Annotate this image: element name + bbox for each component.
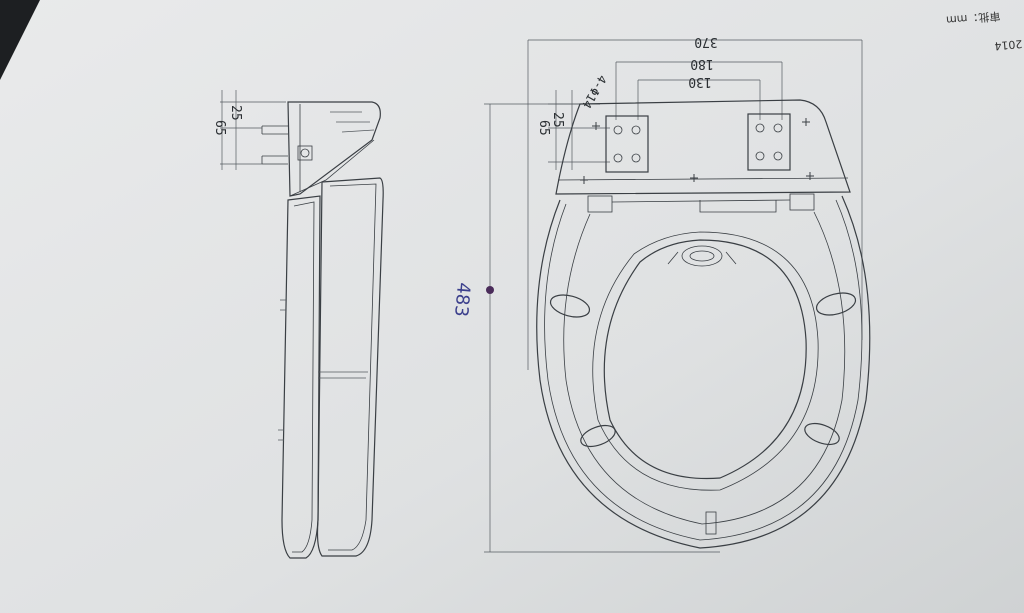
corner-note-2: 2014: [994, 37, 1023, 52]
side-dim-25: 25: [228, 105, 243, 121]
side-dim-65: 65: [212, 120, 227, 136]
top-view: [484, 39, 871, 553]
top-dim-25: 25: [550, 112, 565, 128]
corner-note: 审批：mm: [946, 9, 1001, 28]
dim-180: 180: [690, 56, 713, 71]
dim-130: 130: [688, 74, 711, 89]
dim-483-marker: [486, 286, 494, 294]
top-dim-65: 65: [536, 120, 551, 136]
dim-483-handwritten: 483: [450, 282, 474, 318]
dim-370: 370: [694, 34, 717, 49]
side-view: [220, 90, 384, 559]
